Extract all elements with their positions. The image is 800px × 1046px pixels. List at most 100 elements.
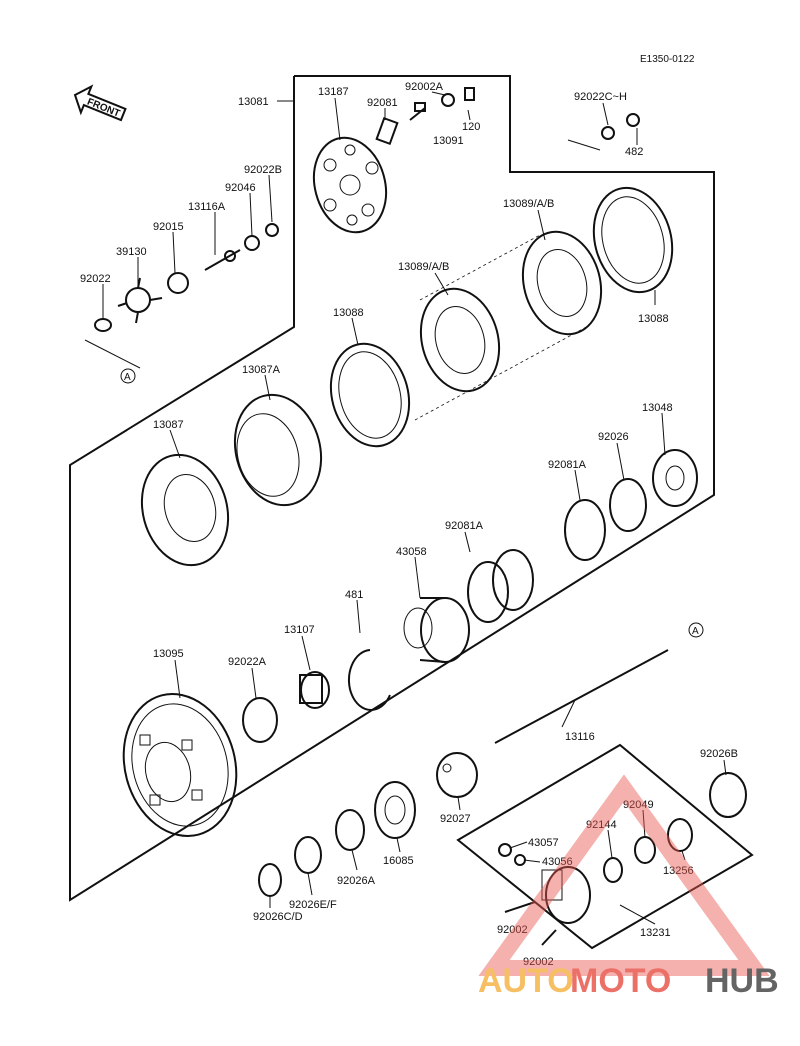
ref-mark-a-right: [688, 622, 704, 638]
label-13089-mid: 13089/A/B: [398, 261, 449, 273]
label-92081A-a: 92081A: [548, 459, 587, 471]
label-120: 120: [462, 121, 480, 133]
bearing-13048: [652, 449, 698, 507]
pressure-plate-13087: [140, 453, 230, 567]
washer-92022: [94, 318, 112, 332]
bearing-92015: [167, 272, 189, 294]
label-92002-b: 92002: [523, 956, 554, 968]
watermark-logo: AUTO MOTO HUB: [478, 774, 779, 1000]
label-13116: 13116: [565, 731, 595, 743]
friction-plate-13089-mid: [419, 287, 501, 393]
label-92026B: 92026B: [700, 748, 738, 760]
label-92015: 92015: [153, 221, 184, 233]
label-13087: 13087: [153, 419, 184, 431]
assembly-outline: [69, 75, 715, 902]
label-13087A: 13087A: [242, 364, 281, 376]
sleeve-43058: [403, 597, 470, 663]
label-43056: 43056: [542, 856, 573, 868]
watermark-auto: AUTO: [478, 962, 574, 1000]
clutch-hub-13087A: [233, 393, 323, 507]
nut-120: [464, 87, 475, 101]
label-13107: 13107: [284, 624, 315, 636]
label-43058: 43058: [396, 546, 427, 558]
washers-92081A-b: [467, 549, 534, 623]
label-13095: 13095: [153, 648, 184, 660]
gear-16085: [374, 781, 416, 839]
label-92022A: 92022A: [228, 656, 267, 668]
cover-92026B: [709, 772, 747, 818]
label-13116A: 13116A: [188, 201, 226, 213]
pushrod-13116: [494, 649, 669, 744]
nut-92022C: [601, 126, 615, 140]
washer-92081A-a: [564, 499, 606, 561]
washer-92026A: [335, 809, 365, 851]
seal-13256: [667, 818, 693, 852]
friction-plate-13089-top: [521, 230, 603, 336]
front-arrow: FRONT: [73, 84, 127, 122]
pressure-plate-13187: [312, 136, 388, 234]
label-13081: 13081: [238, 96, 269, 108]
ref-mark-a-right-text: A: [692, 626, 699, 637]
spring-92081: [375, 116, 399, 146]
label-92022C-H: 92022C~H: [574, 91, 627, 103]
washer-92022A: [242, 697, 278, 743]
label-13088-top: 13088: [638, 313, 669, 325]
ref-mark-a-left: [120, 368, 136, 384]
pin-92027: [436, 752, 478, 798]
label-92022: 92022: [80, 273, 111, 285]
clutch-housing-13095: [122, 693, 238, 837]
pump-subassembly-frame: [456, 743, 754, 950]
label-13256: 13256: [663, 865, 694, 877]
spring-43056: [514, 854, 526, 866]
label-92026E-F: 92026E/F: [289, 899, 337, 911]
label-39130: 39130: [116, 246, 147, 258]
label-13088-mid: 13088: [333, 307, 364, 319]
label-13231: 13231: [640, 927, 671, 939]
pushrod-13116A: [204, 249, 241, 271]
label-13048: 13048: [642, 402, 673, 414]
label-481: 481: [345, 589, 363, 601]
watermark-triangle: [478, 774, 770, 976]
label-92049: 92049: [623, 799, 654, 811]
bearing-92049: [634, 836, 656, 864]
plug-43057: [498, 843, 512, 857]
label-482: 482: [625, 146, 643, 158]
bearing-92046: [244, 235, 260, 251]
bolt-92002-b: [541, 929, 557, 946]
steel-plate-13088-top: [592, 186, 674, 294]
ref-mark-a-left-text: A: [124, 372, 131, 383]
label-92026C-D: 92026C/D: [253, 911, 303, 923]
label-92026: 92026: [598, 431, 629, 443]
label-92144: 92144: [586, 819, 617, 831]
label-92046: 92046: [225, 182, 256, 194]
label-92027: 92027: [440, 813, 471, 825]
label-43057: 43057: [528, 837, 559, 849]
watermark-hub: HUB: [705, 962, 779, 1000]
label-92022B: 92022B: [244, 164, 282, 176]
label-13089-top: 13089/A/B: [503, 198, 554, 210]
circlip-481: [347, 649, 391, 711]
washer-13091: [441, 93, 455, 107]
label-13091: 13091: [433, 135, 464, 147]
label-16085: 16085: [383, 855, 414, 867]
collar-13107: [299, 671, 330, 709]
bolt-92002-a: [504, 901, 536, 913]
washer-92022B: [265, 223, 279, 237]
label-92002-a: 92002: [497, 924, 528, 936]
drawing-code: E1350-0122: [640, 54, 695, 65]
housing-13231: [541, 866, 591, 924]
steel-plate-13088-mid: [329, 342, 411, 448]
label-92002A: 92002A: [405, 81, 444, 93]
oring-92144: [603, 857, 623, 883]
label-92081: 92081: [367, 97, 398, 109]
washer-92026: [609, 478, 647, 532]
watermark-moto: MOTO: [570, 962, 671, 1000]
label-13187: 13187: [318, 86, 349, 98]
bolt-92002A: [409, 102, 426, 121]
lever-39130: [117, 277, 163, 324]
washer-92026C: [258, 863, 282, 897]
washer-482: [626, 113, 640, 127]
label-92026A: 92026A: [337, 875, 376, 887]
washer-92026E: [294, 836, 322, 874]
